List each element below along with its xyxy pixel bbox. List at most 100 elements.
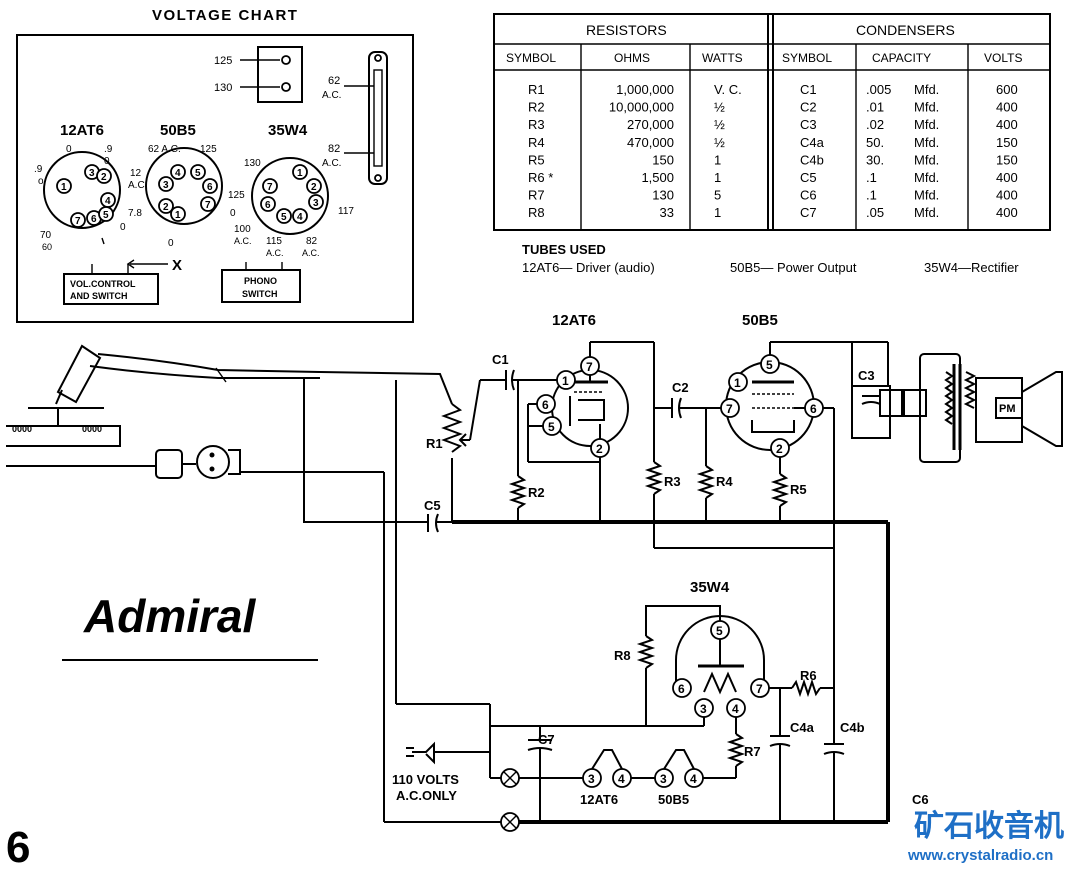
voltage-chart-frame (16, 34, 414, 323)
resistors-header: RESISTORS (586, 22, 667, 38)
condenser-unit: Mfd. (914, 170, 939, 185)
condenser-unit: Mfd. (914, 205, 939, 220)
phono-switch: PHONO SWITCH (221, 262, 301, 303)
switch-label-130: 130 (214, 82, 232, 94)
v-50b5-a: 62 A.C. (148, 144, 181, 155)
chart-tube-50b5-label: 50B5 (160, 122, 196, 139)
resistor-symbol: R7 (528, 188, 545, 203)
condenser-volts: 400 (996, 170, 1018, 185)
svg-text:6: 6 (207, 182, 213, 193)
label-r3: R3 (664, 474, 681, 489)
v-12at6-g: A.C. (128, 180, 147, 191)
heater-label-50b5: 50B5 (658, 792, 689, 807)
condenser-symbol: C4a (800, 135, 825, 150)
condenser-volts: 150 (996, 135, 1018, 150)
watermark-url: www.crystalradio.cn (907, 847, 1053, 864)
svg-text:0000: 0000 (82, 424, 102, 434)
svg-text:3: 3 (588, 772, 595, 786)
resistor-watts: 1 (714, 170, 721, 185)
resistor-ohms: 150 (652, 152, 674, 167)
svg-text:5: 5 (281, 212, 287, 223)
v-50b5-d: 0 (230, 208, 236, 219)
resistor-symbol: R5 (528, 152, 545, 167)
selector-switch: 125 130 (214, 46, 303, 103)
vol-control-line2: AND SWITCH (70, 291, 128, 301)
condenser-unit: Mfd. (914, 100, 939, 115)
resistor-watts: ½ (714, 117, 725, 132)
svg-text:2: 2 (311, 182, 317, 193)
speaker-pm-label: PM (999, 403, 1016, 415)
svg-text:7: 7 (586, 360, 593, 374)
condenser-volts: 400 (996, 117, 1018, 132)
condenser-volts: 600 (996, 82, 1018, 97)
condenser-volts: 150 (996, 152, 1018, 167)
v-35w4-a: 130 (244, 158, 261, 169)
parts-table: RESISTORS CONDENSERS SYMBOL OHMS WATTS S… (493, 13, 1051, 231)
label-tube-12at6: 12AT6 (552, 312, 596, 329)
svg-text:4: 4 (618, 772, 625, 786)
v-35w4-b: 117 (338, 206, 354, 217)
label-r5: R5 (790, 482, 807, 497)
v-50b5-c: 125 (228, 190, 245, 201)
tube-12at6: 12AT6 7 1 6 5 2 (536, 312, 629, 458)
label-r2: R2 (528, 485, 545, 500)
resistor-ohms: 130 (652, 188, 674, 203)
condenser-capacity: .005 (866, 82, 891, 97)
svg-text:4: 4 (297, 212, 303, 223)
svg-text:1: 1 (734, 376, 741, 390)
x-marker: X (172, 257, 182, 274)
label-c5: C5 (424, 498, 441, 513)
svg-text:5: 5 (195, 168, 201, 179)
v-35w4-h: A.C. (302, 248, 320, 258)
svg-text:1: 1 (61, 182, 67, 193)
svg-text:6: 6 (265, 200, 271, 211)
v-50b5-b: 125 (200, 144, 217, 155)
vol-control-switch: VOL.CONTROL AND SWITCH X (63, 257, 182, 305)
phono-pickup: 0000 0000 (6, 344, 321, 447)
svg-text:5: 5 (103, 210, 109, 221)
svg-text:1: 1 (562, 374, 569, 388)
tube-50b5: 50B5 5 1 7 6 2 (720, 312, 824, 458)
resistor-symbol: R1 (528, 82, 545, 97)
label-r1: R1 (426, 436, 443, 451)
watermark: 矿石收音机 www.crystalradio.cn (907, 809, 1064, 864)
watermark-cn: 矿石收音机 (914, 809, 1064, 843)
ac-62-value: 62 (328, 75, 340, 87)
resistor-symbol: R4 (528, 135, 545, 150)
chart-tube-12at6: 1 3 2 4 7 6 5 .9 o 0 .9 0 12 A.C. 7.8 0 … (34, 144, 147, 252)
resistor-ohms: 270,000 (627, 117, 674, 132)
condenser-capacity: .05 (866, 205, 884, 220)
condenser-symbol: C2 (800, 100, 817, 115)
col-c-volts: VOLTS (984, 51, 1022, 65)
svg-text:7: 7 (756, 682, 763, 696)
chart-tube-35w4-label: 35W4 (268, 122, 308, 139)
svg-text:4: 4 (105, 196, 111, 207)
label-r4: R4 (716, 474, 733, 489)
label-c2: C2 (672, 380, 689, 395)
schematic: 0000 0000 R1 (6, 312, 1063, 870)
condenser-capacity: .1 (866, 170, 877, 185)
tube-used-50b5: 50B5— Power Output (730, 260, 857, 275)
condenser-capacity: .02 (866, 117, 884, 132)
v-12at6-k: 60 (42, 242, 52, 252)
resistor-watts: ½ (714, 135, 725, 150)
label-c6: C6 (912, 792, 929, 807)
resistor-symbol: R6 * (528, 170, 553, 185)
v-12at6-a: .9 (34, 164, 43, 175)
svg-text:3: 3 (313, 198, 319, 209)
resistor-ohms: 470,000 (627, 135, 674, 150)
svg-text:5: 5 (716, 624, 723, 638)
resistor-symbol: R2 (528, 100, 545, 115)
phono-switch-line2: SWITCH (242, 289, 278, 299)
col-r-ohms: OHMS (614, 51, 650, 65)
tube-used-35w4: 35W4—Rectifier (924, 260, 1019, 275)
svg-text:3: 3 (700, 702, 707, 716)
resistor-watts: 1 (714, 205, 721, 220)
svg-text:4: 4 (690, 772, 697, 786)
svg-text:5: 5 (548, 420, 555, 434)
condenser-symbol: C6 (800, 188, 817, 203)
mains-label-1: 110 VOLTS (392, 772, 459, 787)
admiral-brand: Admiral (83, 590, 256, 642)
tube-used-12at6: 12AT6— Driver (audio) (522, 260, 655, 275)
